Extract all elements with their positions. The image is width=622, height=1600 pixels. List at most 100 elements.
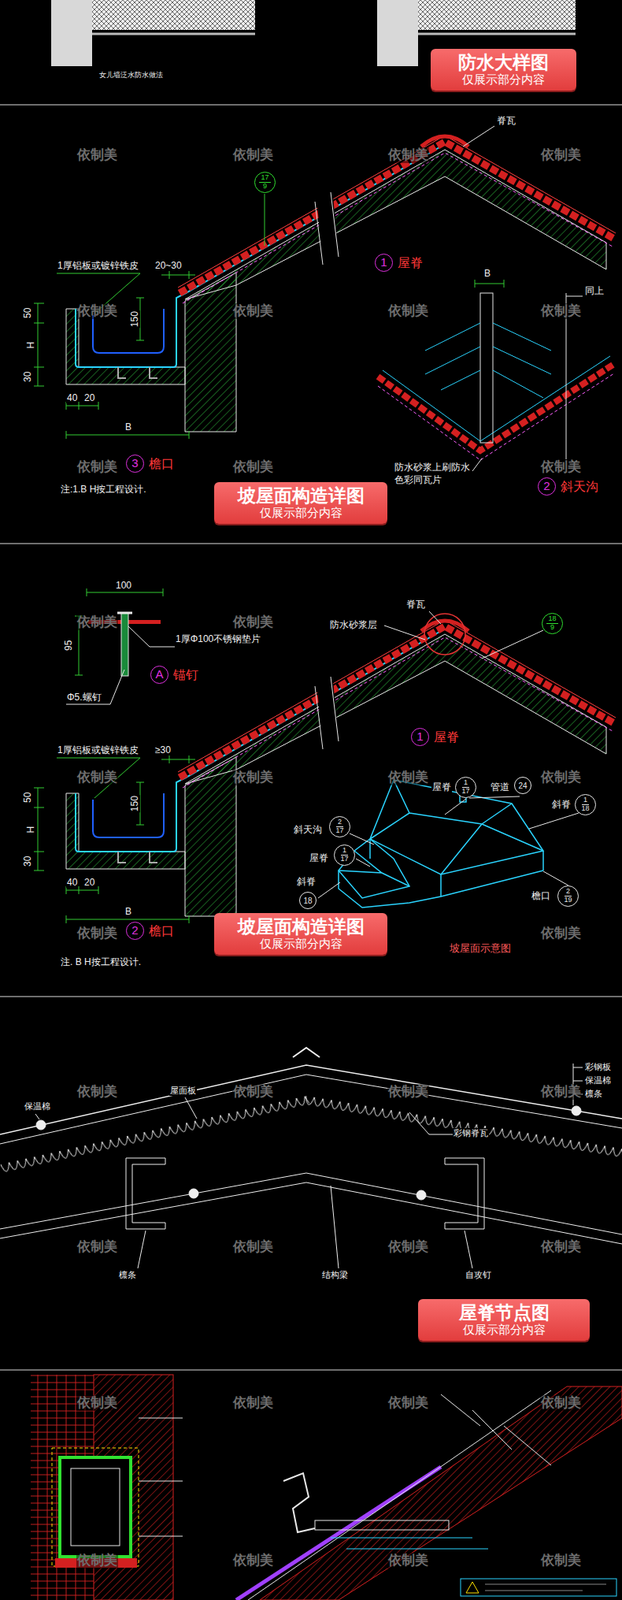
ridge-marker bbox=[429, 610, 441, 624]
reference-callout: 179 bbox=[254, 171, 276, 193]
anchor-detail bbox=[66, 669, 125, 704]
ridge-node-detail bbox=[36, 1119, 46, 1130]
watermark: 依制美 bbox=[76, 1238, 119, 1255]
valley-detail bbox=[382, 355, 611, 441]
annotation-label: 保温棉 bbox=[584, 1074, 612, 1085]
anchor-detail bbox=[66, 588, 175, 704]
watermark: 依制美 bbox=[232, 459, 274, 475]
title-banner: 坡屋面构造详图仅展示部分内容 bbox=[214, 481, 388, 524]
annotation-label: 100 bbox=[114, 579, 133, 591]
watermark: 依制美 bbox=[540, 769, 582, 785]
annotation-label: 1厚Φ100不锈钢垫片 bbox=[174, 633, 262, 645]
annotation-label: 脊瓦 bbox=[496, 114, 517, 126]
annotation-label: 1厚铝板或镀锌铁皮 bbox=[56, 259, 140, 271]
watermark: 依制美 bbox=[232, 614, 274, 630]
detail-tag: 3檐口 bbox=[125, 454, 175, 473]
detail-tag: 2斜天沟 bbox=[537, 477, 599, 496]
detail-name: 屋脊 bbox=[397, 255, 423, 271]
watermark: 依制美 bbox=[387, 147, 430, 163]
annotation-label: 20 bbox=[83, 392, 96, 404]
detail-name: 屋脊 bbox=[433, 729, 460, 745]
callout-number: 2 bbox=[336, 818, 344, 827]
title-banner: 坡屋面构造详图仅展示部分内容 bbox=[214, 912, 388, 955]
leader-line bbox=[56, 757, 141, 798]
callout-number: 1 bbox=[340, 846, 349, 856]
eave-section-detail bbox=[485, 1583, 607, 1590]
valley-detail bbox=[377, 373, 615, 460]
valley-detail bbox=[472, 458, 482, 471]
detail-number: 2 bbox=[125, 921, 145, 940]
ridge-node-detail bbox=[0, 1047, 622, 1268]
annotation-label: 20~30 bbox=[154, 259, 183, 271]
banner-subtitle: 仅展示部分内容 bbox=[429, 1321, 579, 1337]
dimension-label: 50 bbox=[22, 307, 34, 319]
ridge-node-detail bbox=[0, 1172, 622, 1234]
dimension-label: 30 bbox=[22, 855, 34, 867]
annotation-label: 斜天沟 bbox=[292, 823, 323, 835]
annotation-label: 注. B H按工程设计. bbox=[59, 955, 142, 967]
annotation-label: B bbox=[483, 267, 492, 279]
ridge-node-detail bbox=[0, 1092, 311, 1179]
reference-callout: 189 bbox=[541, 612, 563, 634]
watermark: 依制美 bbox=[232, 1238, 274, 1255]
banner-subtitle: 仅展示部分内容 bbox=[225, 505, 377, 520]
watermark: 依制美 bbox=[76, 614, 119, 630]
ridge-marker bbox=[384, 625, 426, 640]
ridge-marker bbox=[481, 629, 544, 659]
watermark: 依制美 bbox=[76, 925, 119, 941]
watermark: 依制美 bbox=[540, 303, 582, 319]
roof-isometric bbox=[338, 779, 544, 908]
ridge-node-detail bbox=[303, 1092, 622, 1165]
reference-callout: 117 bbox=[333, 844, 356, 866]
ridge-node-detail bbox=[571, 1105, 582, 1115]
dimension-label: 150 bbox=[129, 310, 141, 328]
ridge-node-detail bbox=[303, 1092, 622, 1165]
reference-callout: 118 bbox=[574, 793, 597, 815]
watermark: 依制美 bbox=[387, 1394, 430, 1411]
title-banner: 屋脊节点图仅展示部分内容 bbox=[418, 1298, 590, 1341]
callout-number: 17 bbox=[259, 174, 271, 183]
annotation-label: 檐口 bbox=[530, 889, 552, 901]
parapet-detail bbox=[418, 0, 576, 30]
ridge-node-detail bbox=[0, 1092, 311, 1179]
leader-line bbox=[462, 125, 495, 147]
eave-section-detail bbox=[460, 1577, 617, 1596]
annotation-label: ≥30 bbox=[154, 744, 172, 756]
annotation-label: 檩条 bbox=[118, 1269, 137, 1280]
parapet-detail bbox=[51, 0, 93, 67]
annotation-label: 管道 bbox=[489, 781, 511, 793]
annotation-label: 斜脊 bbox=[551, 798, 572, 810]
eave-section-detail bbox=[283, 1472, 315, 1532]
annotation-label: 防水砂浆上刷防水 bbox=[393, 461, 471, 473]
annotation-label: 屋脊 bbox=[431, 781, 452, 793]
watermark: 依制美 bbox=[387, 1238, 430, 1255]
annotation-label: 保温棉 bbox=[23, 1100, 52, 1111]
watermark: 依制美 bbox=[540, 1238, 582, 1255]
watermark: 依制美 bbox=[232, 1083, 274, 1100]
ridge-node-detail bbox=[185, 1096, 197, 1119]
banner-subtitle: 仅展示部分内容 bbox=[441, 72, 566, 87]
roof-isometric bbox=[338, 779, 544, 886]
title-banner: 防水大样图仅展示部分内容 bbox=[430, 48, 577, 91]
banner-title: 屋脊节点图 bbox=[429, 1301, 579, 1322]
eave-section-detail bbox=[466, 1580, 479, 1593]
annotation-label: 屋脊 bbox=[308, 851, 330, 863]
reference-callout: 117 bbox=[455, 776, 477, 798]
watermark: 依制美 bbox=[232, 303, 274, 319]
drawing-title: 女儿墙泛水防水做法 bbox=[98, 70, 164, 80]
banner-title: 坡屋面构造详图 bbox=[225, 915, 377, 937]
dimension-label: H bbox=[25, 825, 37, 834]
watermark: 依制美 bbox=[387, 303, 430, 319]
watermark: 依制美 bbox=[540, 147, 582, 163]
callout-sheet: 17 bbox=[459, 787, 471, 796]
annotation-label: 20 bbox=[83, 876, 96, 888]
watermark: 依制美 bbox=[76, 769, 119, 785]
anchor-detail bbox=[121, 612, 129, 676]
callout-sheet: 17 bbox=[333, 826, 345, 835]
parapet-detail bbox=[377, 0, 419, 67]
ridge-node-detail bbox=[137, 1229, 146, 1268]
annotation-label: 1厚铝板或镀锌铁皮 bbox=[56, 744, 140, 756]
watermark: 依制美 bbox=[76, 1551, 119, 1568]
ridge-node-detail bbox=[464, 1229, 473, 1268]
watermark: 依制美 bbox=[387, 769, 430, 785]
